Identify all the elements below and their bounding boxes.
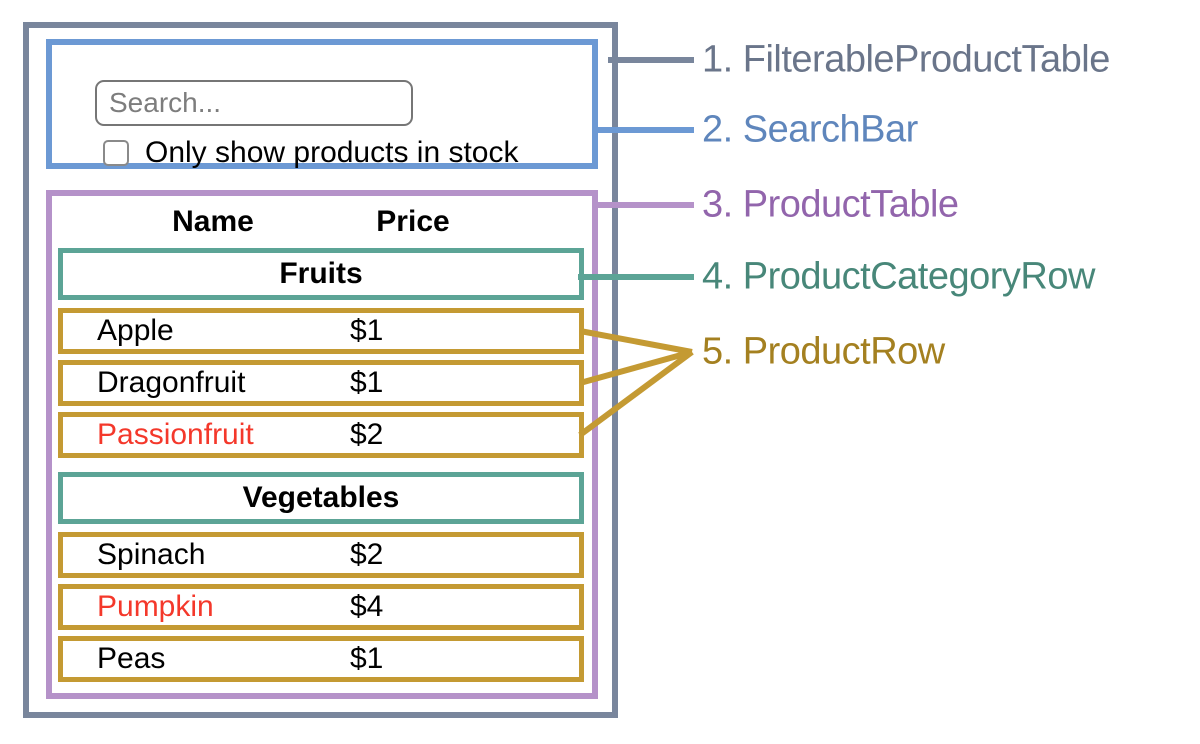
- legend-label-5: 5. ProductRow: [702, 330, 945, 373]
- product-price: $2: [350, 538, 384, 571]
- in-stock-label: Only show products in stock: [145, 136, 519, 169]
- product-name: Dragonfruit: [97, 366, 246, 399]
- product-name: Pumpkin: [97, 590, 214, 623]
- product-name: Passionfruit: [97, 418, 254, 451]
- category-label: Fruits: [279, 257, 363, 290]
- product-row: Spinach $2: [58, 532, 584, 578]
- product-name: Peas: [97, 642, 166, 675]
- category-row-vegetables: Vegetables: [58, 472, 584, 524]
- in-stock-checkbox[interactable]: [103, 140, 129, 166]
- product-price: $4: [350, 590, 384, 623]
- product-row: Dragonfruit $1: [58, 360, 584, 406]
- product-price: $2: [350, 418, 384, 451]
- search-bar-box: Only show products in stock: [46, 39, 598, 169]
- product-name: Spinach: [97, 538, 206, 571]
- legend-label-3: 3. ProductTable: [702, 183, 959, 226]
- legend-label-1: 1. FilterableProductTable: [702, 38, 1110, 81]
- legend-label-2: 2. SearchBar: [702, 108, 918, 151]
- product-price: $1: [350, 366, 384, 399]
- category-row-fruits: Fruits: [58, 248, 584, 300]
- product-row: Passionfruit $2: [58, 412, 584, 458]
- product-row: Peas $1: [58, 636, 584, 682]
- category-label: Vegetables: [242, 481, 400, 514]
- legend-label-4: 4. ProductCategoryRow: [702, 255, 1095, 298]
- product-row: Pumpkin $4: [58, 584, 584, 630]
- product-price: $1: [350, 642, 384, 675]
- column-header-name: Name: [172, 205, 254, 238]
- column-header-price: Price: [376, 205, 450, 238]
- product-price: $1: [350, 314, 384, 347]
- product-name: Apple: [97, 314, 174, 347]
- search-input[interactable]: [95, 80, 413, 126]
- stock-filter-row: Only show products in stock: [103, 136, 519, 169]
- product-row: Apple $1: [58, 308, 584, 354]
